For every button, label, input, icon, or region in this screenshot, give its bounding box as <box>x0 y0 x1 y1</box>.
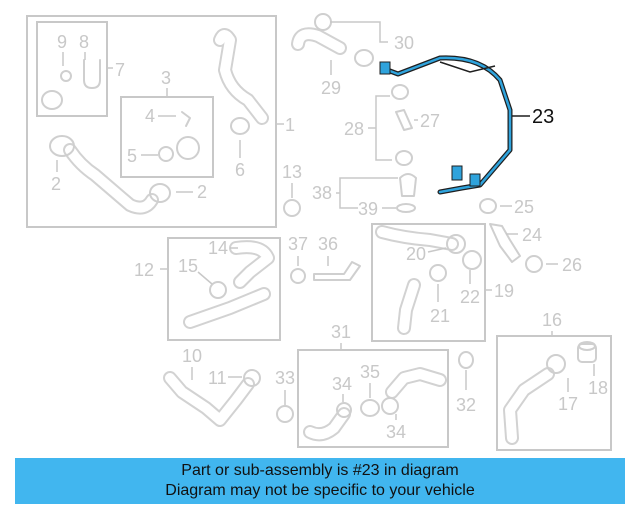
group-36-37: 37 36 <box>288 234 361 284</box>
banner-line-2: Diagram may not be specific to your vehi… <box>165 482 475 499</box>
callout-27: 27 <box>420 111 440 131</box>
callout-39: 39 <box>358 199 378 219</box>
group-27-28: 28 27 <box>344 84 440 166</box>
callout-25: 25 <box>514 197 534 217</box>
callout-33: 33 <box>275 368 295 388</box>
callout-23: 23 <box>532 106 554 128</box>
callout-11: 11 <box>208 368 227 388</box>
callout-8: 8 <box>79 32 89 52</box>
callout-35: 35 <box>360 362 380 382</box>
group-33: 33 <box>275 368 295 423</box>
info-banner: Part or sub-assembly is #23 in diagram D… <box>15 458 625 504</box>
group-16: 16 17 18 <box>496 310 612 451</box>
callout-5: 5 <box>127 146 137 166</box>
callout-24: 24 <box>522 225 542 245</box>
group-10-11: 10 11 <box>163 346 261 427</box>
callout-30: 30 <box>394 33 414 53</box>
callout-2b: 2 <box>197 182 207 202</box>
callout-14: 14 <box>208 238 228 258</box>
callout-10: 10 <box>182 346 202 366</box>
callout-34b: 34 <box>386 422 406 442</box>
callout-15: 15 <box>178 256 198 276</box>
callout-20: 20 <box>406 244 426 264</box>
callout-13: 13 <box>282 162 302 182</box>
callout-26: 26 <box>562 255 582 275</box>
callout-7: 7 <box>115 60 125 80</box>
callout-32: 32 <box>456 395 476 415</box>
callout-38: 38 <box>312 183 332 203</box>
group-29-30: 30 29 <box>291 13 414 98</box>
callout-19: 19 <box>494 281 514 301</box>
callout-28: 28 <box>344 119 364 139</box>
group-24-26: 25 24 26 <box>479 197 582 275</box>
callout-29: 29 <box>321 78 341 98</box>
callout-12: 12 <box>134 260 154 280</box>
callout-9: 9 <box>57 32 67 52</box>
callout-36: 36 <box>318 234 338 254</box>
callout-22: 22 <box>460 287 480 307</box>
group-19: 20 21 22 19 <box>371 223 514 342</box>
callout-1: 1 <box>285 115 295 135</box>
banner-line-1: Part or sub-assembly is #23 in diagram <box>181 462 459 479</box>
callout-18: 18 <box>588 378 608 398</box>
callout-3: 3 <box>161 68 171 88</box>
callout-17: 17 <box>558 394 578 414</box>
callout-34a: 34 <box>332 374 352 394</box>
group-12: 14 15 12 <box>134 237 281 341</box>
callout-21: 21 <box>430 306 450 326</box>
callout-4: 4 <box>145 106 155 126</box>
callout-2a: 2 <box>51 174 61 194</box>
group-31: 31 34 35 34 <box>297 322 449 448</box>
callout-31: 31 <box>331 322 351 342</box>
callout-6: 6 <box>235 160 245 180</box>
parts-diagram: 1 9 8 7 3 4 5 6 2 2 <box>26 13 612 451</box>
highlighted-part-23: 23 <box>379 55 554 195</box>
callout-16: 16 <box>542 310 562 330</box>
group-38-39: 38 39 <box>312 173 417 219</box>
group-13: 13 <box>282 162 302 217</box>
group-1: 1 9 8 7 3 4 5 6 2 2 <box>26 15 295 228</box>
group-32: 32 <box>456 351 476 415</box>
callout-37: 37 <box>288 234 308 254</box>
